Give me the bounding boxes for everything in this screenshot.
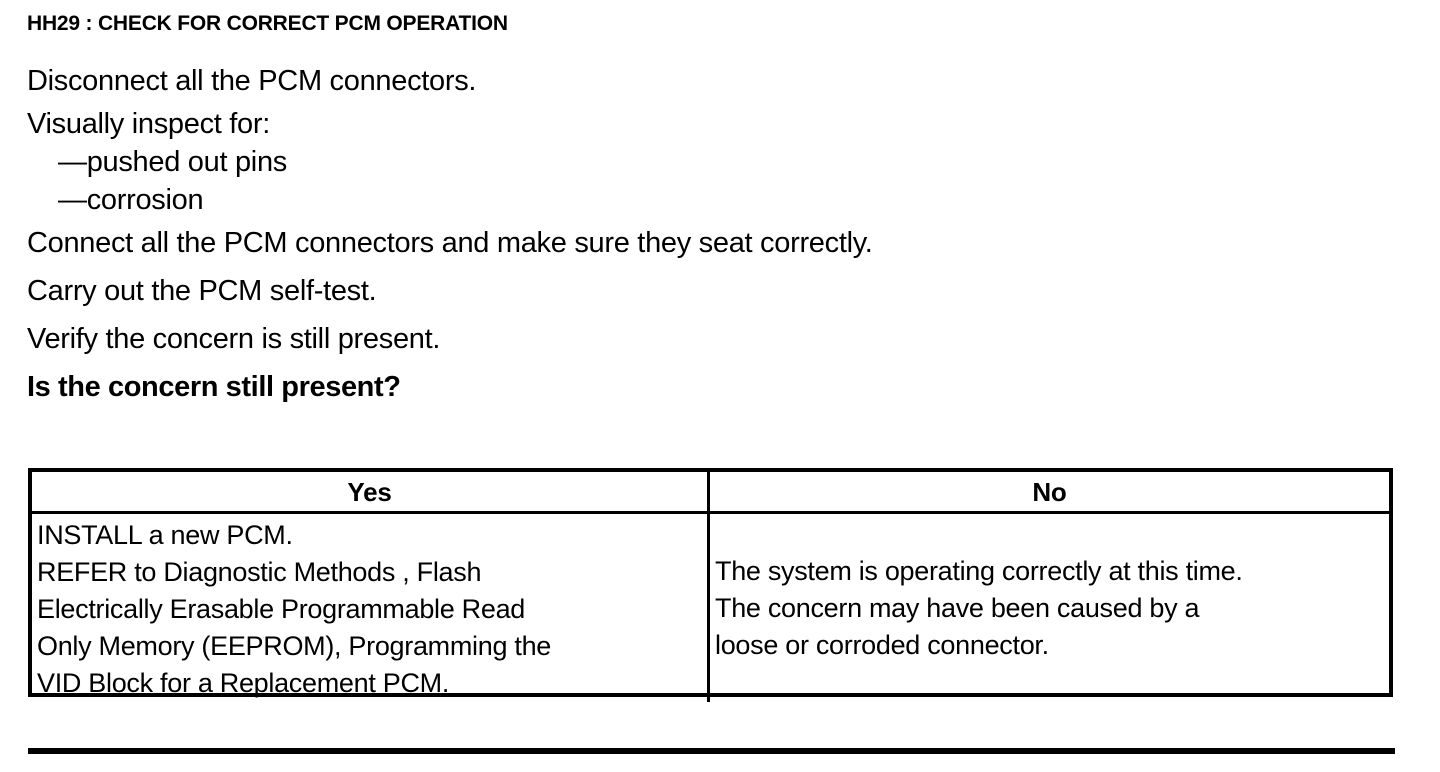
instruction-line: Verify the concern is still present. xyxy=(27,323,441,355)
instruction-list: Disconnect all the PCM connectors. Visua… xyxy=(27,57,1407,411)
table-header-yes: Yes xyxy=(32,472,710,511)
cell-line: Only Memory (EEPROM), Programming the xyxy=(37,631,552,661)
table-body-row: INSTALL a new PCM. REFER to Diagnostic M… xyxy=(32,514,1389,702)
instruction-line: —corrosion xyxy=(58,184,204,216)
cell-line: loose or corroded connector. xyxy=(715,629,1049,660)
instruction-line: Connect all the PCM connectors and make … xyxy=(27,227,873,259)
table-header-row: Yes No xyxy=(32,472,1389,514)
cell-line: VID Block for a Replacement PCM. xyxy=(37,668,450,698)
cell-line: INSTALL a new PCM. xyxy=(37,520,293,550)
decision-table: Yes No INSTALL a new PCM. REFER to Diagn… xyxy=(28,468,1393,702)
cell-line: The concern may have been caused by a xyxy=(715,592,1200,623)
instruction-line: Disconnect all the PCM connectors. xyxy=(27,65,477,97)
table-cell-yes: INSTALL a new PCM. REFER to Diagnostic M… xyxy=(32,514,710,702)
cell-line: Electrically Erasable Programmable Read xyxy=(37,594,526,624)
cell-line: The system is operating correctly at thi… xyxy=(715,555,1243,586)
cell-line: REFER to Diagnostic Methods , Flash xyxy=(37,557,482,587)
instruction-line: Visually inspect for: xyxy=(27,108,271,140)
table-header-no: No xyxy=(1032,476,1067,507)
instruction-line: —pushed out pins xyxy=(58,146,287,178)
table-cell-no: The system is operating correctly at thi… xyxy=(710,514,1389,702)
footer-divider xyxy=(28,748,1395,754)
instruction-line: Carry out the PCM self-test. xyxy=(27,275,377,307)
question-line: Is the concern still present? xyxy=(27,371,401,403)
page-title: HH29 : CHECK FOR CORRECT PCM OPERATION xyxy=(27,12,508,35)
